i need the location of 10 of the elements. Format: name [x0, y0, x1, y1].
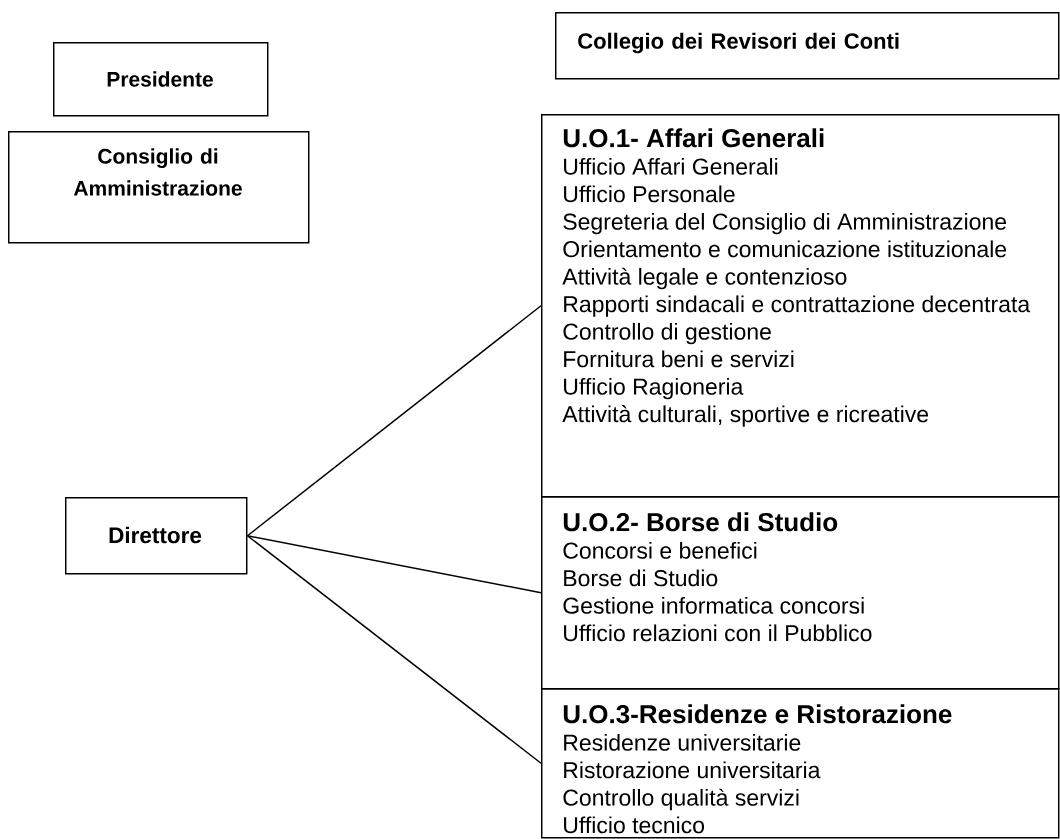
connector-line [246, 305, 542, 537]
org-box: Collegio dei Revisori dei Conti [555, 12, 1060, 80]
org-box: Direttore [65, 497, 248, 575]
unit-box: U.O.2- Borse di Studio Concorsi e benefici Borse di Studio Gestione informatica concorsi Ufficio relazioni con il Pubblico [541, 496, 1060, 690]
connector-line [246, 535, 542, 594]
org-box: Consiglio di Amministrazione [8, 131, 310, 244]
unit-box: U.O.3-Residenze e Ristorazione Residenze universitarie Ristorazione universitaria Controllo qualità servizi Ufficio tecnico [541, 688, 1060, 839]
connector-line [246, 535, 542, 764]
unit-box: U.O.1- Affari Generali Ufficio Affari Generali Ufficio Personale Segreteria del Consiglio di Amministrazione Orientamento e comunicazione istituzionale Attività legale e contenzioso Rapporti sindacali e contrattazione decentrata Controllo di gestione Fornitura beni e servizi Ufficio Ragioneria Attività culturali, sportive e ricreative [541, 114, 1060, 498]
org-box: Presidente [53, 42, 269, 117]
